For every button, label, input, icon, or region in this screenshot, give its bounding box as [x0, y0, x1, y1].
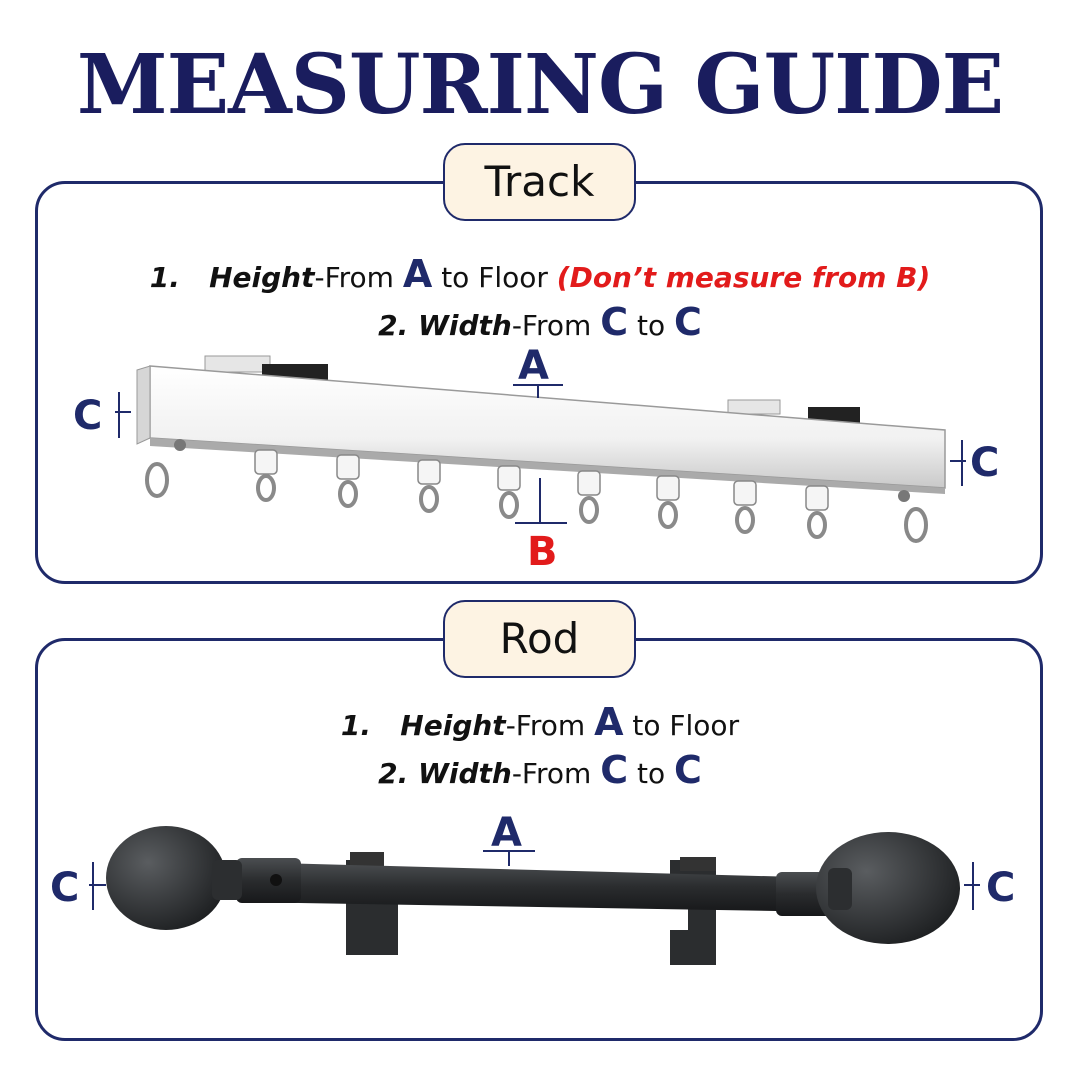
track-width-line: 2. Width-From C to C	[378, 300, 702, 344]
rod-tag: Rod	[443, 600, 636, 678]
track-warning-note: (Don’t measure from B)	[556, 261, 931, 294]
rod-height-line: 1. Height-From A to Floor	[340, 700, 740, 744]
track-marker-b: B	[527, 529, 558, 575]
rod-marker-a: A	[491, 810, 522, 856]
rod-marker-c-right: C	[986, 865, 1016, 911]
track-marker-c-left: C	[73, 393, 103, 439]
track-height-line: 1. Height-From A to Floor (Don’t measure…	[149, 252, 931, 296]
rod-width-line: 2. Width-From C to C	[378, 748, 702, 792]
track-marker-a: A	[518, 343, 549, 389]
track-tag: Track	[443, 143, 636, 221]
rod-marker-c-left: C	[50, 865, 80, 911]
curtain-rod-image	[89, 826, 980, 965]
track-marker-c-right: C	[970, 440, 1000, 486]
page-title: MEASURING GUIDE	[76, 37, 1004, 133]
curtain-track-image	[115, 355, 966, 543]
